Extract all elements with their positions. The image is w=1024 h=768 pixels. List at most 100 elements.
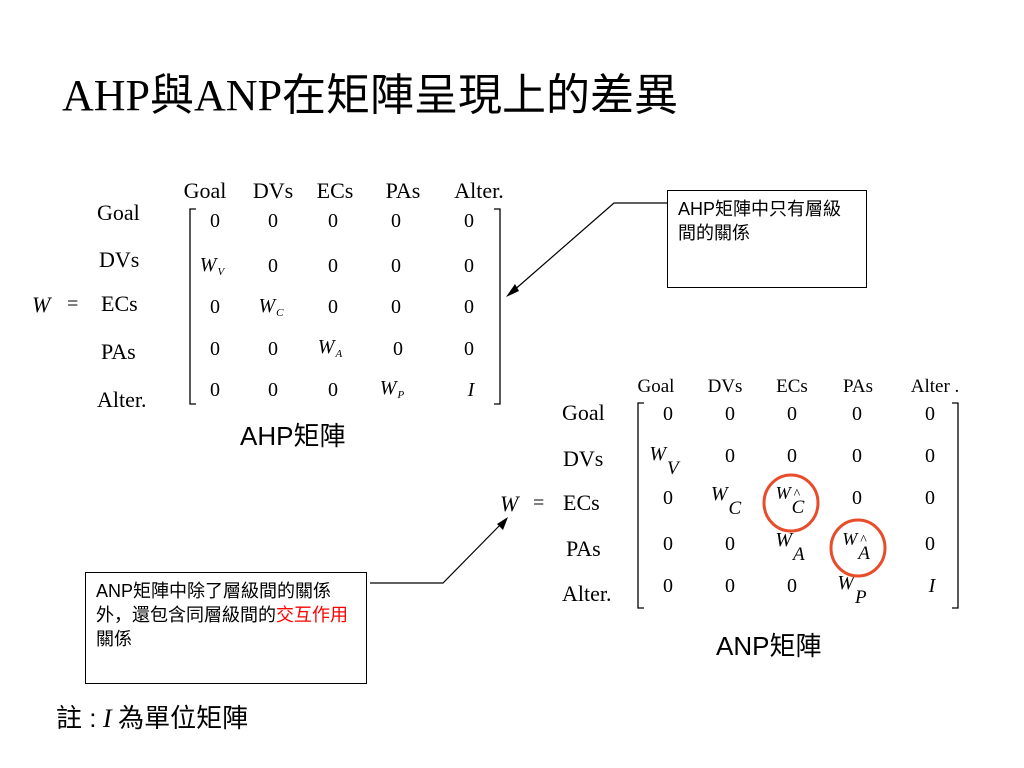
ahp-col-header: Goal <box>183 178 227 203</box>
ahp-cell-text: W <box>199 254 217 276</box>
ahp-cell-text: W <box>258 295 276 317</box>
ahp-note-box: AHP矩陣中只有層級間的關係 <box>667 190 867 288</box>
anp-cell: 0 <box>725 445 735 467</box>
anp-cell-text: W <box>837 572 855 594</box>
ahp-cell-w-p: WP <box>379 377 405 401</box>
ahp-cell: 0 <box>328 296 338 318</box>
anp-cell: 0 <box>725 403 735 425</box>
ahp-cell: 0 <box>210 210 220 232</box>
footnote-suffix: 為單位矩陣 <box>118 703 249 733</box>
anp-cell: 0 <box>852 403 862 425</box>
ahp-row-header: Alter. <box>97 387 147 412</box>
anp-cell: 0 <box>663 533 673 555</box>
ahp-cell-w-v: WV <box>199 254 225 278</box>
anp-note-highlight: 交互作用 <box>276 605 348 625</box>
anp-note-connector <box>370 521 504 584</box>
anp-right-bracket <box>952 402 959 609</box>
ahp-caption: AHP矩陣 <box>240 421 346 451</box>
anp-cell-w-v: WV <box>649 443 679 479</box>
anp-cell: 0 <box>925 403 935 425</box>
anp-col-header: DVs <box>707 376 743 397</box>
ahp-row-header: ECs <box>101 291 138 316</box>
anp-cell-w-c: WC <box>710 483 742 519</box>
ahp-equals-sign: = <box>67 293 79 315</box>
anp-cell-w-a-hat: WA <box>842 530 870 563</box>
ahp-left-bracket <box>189 208 196 405</box>
anp-row-header: DVs <box>563 446 604 471</box>
anp-row-header: ECs <box>563 490 600 515</box>
anp-cell: 0 <box>663 403 673 425</box>
anp-note-arrowhead <box>497 517 508 530</box>
ahp-cell-text: W <box>379 377 397 399</box>
anp-cell: 0 <box>925 445 935 467</box>
ahp-cell: 0 <box>464 296 474 318</box>
anp-cell: I <box>928 575 936 597</box>
anp-col-header: Goal <box>637 376 675 397</box>
anp-cell: 0 <box>725 533 735 555</box>
anp-col-header: PAs <box>843 376 873 397</box>
ahp-cell: 0 <box>268 210 278 232</box>
ahp-cell: 0 <box>210 296 220 318</box>
anp-w-symbol: W <box>500 491 519 516</box>
anp-highlight-circle-a <box>829 518 887 578</box>
ahp-w-symbol: W <box>32 292 51 317</box>
ahp-cell: 0 <box>328 379 338 401</box>
page-title: AHP與ANP在矩陣呈現上的差異 <box>62 71 679 120</box>
ahp-cell: 0 <box>391 296 401 318</box>
ahp-cell: 0 <box>268 338 278 360</box>
ahp-cell: 0 <box>268 379 278 401</box>
ahp-note-connector <box>511 202 667 293</box>
anp-row-header: PAs <box>566 536 601 561</box>
ahp-cell: 0 <box>210 338 220 360</box>
anp-cell: 0 <box>787 445 797 467</box>
ahp-cell: 0 <box>464 255 474 277</box>
ahp-row-header: Goal <box>97 200 140 225</box>
anp-cell-text: W <box>775 529 793 551</box>
anp-row-header: Alter. <box>562 581 612 606</box>
ahp-cell: 0 <box>464 338 474 360</box>
ahp-col-header: ECs <box>316 178 354 203</box>
anp-cell: 0 <box>787 403 797 425</box>
ahp-note-text: AHP矩陣中只有層級間的關係 <box>678 199 842 243</box>
ahp-cell: I <box>467 379 475 401</box>
ahp-cell: 0 <box>210 379 220 401</box>
anp-cell-text: W <box>710 483 728 505</box>
ahp-cell: 0 <box>268 255 278 277</box>
ahp-col-header: Alter. <box>454 178 504 203</box>
anp-caption: ANP矩陣 <box>716 631 822 661</box>
anp-note-text: ANP矩陣中除了層級間的關係外，還包含同層級間的 <box>96 581 332 625</box>
anp-cell-text: W <box>842 529 858 549</box>
anp-note-text-end: 關係 <box>96 629 132 649</box>
anp-note-box: ANP矩陣中除了層級間的關係外，還包含同層級間的交互作用關係 <box>85 572 367 684</box>
anp-left-bracket <box>637 402 644 609</box>
ahp-cell: 0 <box>391 210 401 232</box>
ahp-cell: 0 <box>393 338 403 360</box>
ahp-row-header: DVs <box>99 247 140 272</box>
anp-cell-text: W <box>775 483 791 503</box>
anp-highlight-circle-c <box>762 473 820 533</box>
ahp-cell: 0 <box>328 255 338 277</box>
anp-cell: 0 <box>663 487 673 509</box>
footnote-prefix: 註 : <box>56 703 97 733</box>
ahp-cell-text: W <box>317 336 335 358</box>
ahp-cell-w-c: WC <box>258 295 284 319</box>
ahp-cell-w-a: WA <box>317 336 343 360</box>
anp-equals-sign: = <box>533 492 545 514</box>
ahp-right-bracket <box>494 208 501 405</box>
ahp-note-arrowhead <box>506 284 519 297</box>
anp-cell-w-p: WP <box>837 572 867 608</box>
anp-cell: 0 <box>852 445 862 467</box>
anp-cell: 0 <box>787 575 797 597</box>
anp-col-header: Alter . <box>910 376 960 397</box>
anp-cell: 0 <box>663 575 673 597</box>
anp-cell-w-a: WA <box>775 529 805 565</box>
anp-col-header: ECs <box>776 376 808 397</box>
ahp-row-header: PAs <box>101 339 136 364</box>
ahp-cell: 0 <box>464 210 474 232</box>
anp-cell: 0 <box>925 487 935 509</box>
anp-cell: 0 <box>725 575 735 597</box>
anp-cell: 0 <box>925 533 935 555</box>
anp-cell-text: W <box>649 443 667 465</box>
footnote-symbol: I <box>102 704 112 733</box>
